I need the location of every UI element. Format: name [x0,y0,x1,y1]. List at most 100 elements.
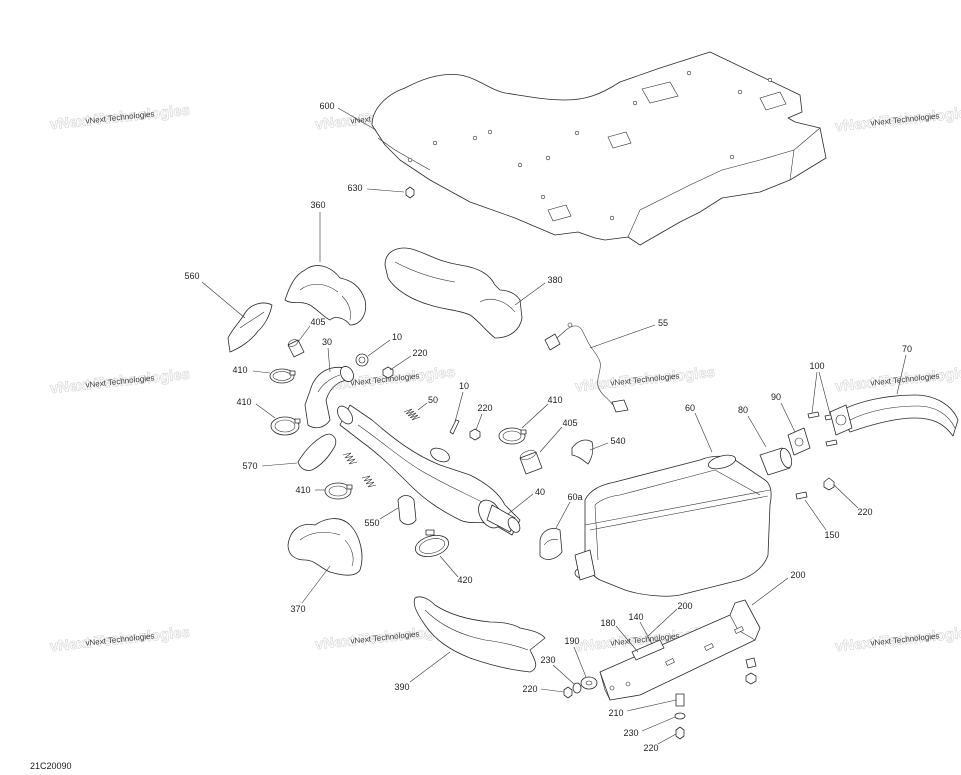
callout-560: 560 [184,271,199,281]
callout-390: 390 [394,682,409,692]
callout-220: 220 [857,507,872,517]
bracket-200 [599,599,761,701]
leader-line [366,188,405,193]
clamp-410 [270,416,301,436]
bracket-hardware-200 [745,657,757,685]
callout-180: 180 [600,618,615,628]
callouts: 600 630 360 560 405 380 55 10 220 30 410… [184,101,912,753]
callout-50: 50 [428,395,438,405]
nut-220 [469,428,481,441]
leader-line [896,354,907,395]
clamp-420 [414,529,450,558]
leader-line [255,403,276,419]
shield-540 [571,439,594,465]
leader-line [657,733,677,745]
bolt-100 [825,439,838,447]
callout-90: 90 [771,392,781,402]
spring-50 [361,475,377,488]
leader-line [552,664,575,685]
callout-410: 410 [295,485,310,495]
heat-shield-360 [284,265,367,326]
leader-line [540,688,565,693]
callout-220: 220 [477,403,492,413]
leader-line [379,507,399,520]
leader-line [252,370,271,374]
callout-100: 100 [809,361,824,371]
leader-line [647,608,678,637]
leader-line [589,442,609,451]
pipe-30 [304,366,354,429]
figure-code: 21C20090 [30,761,72,771]
tailpipe-70 [829,394,959,437]
leader-line [327,347,331,373]
leader-line [694,412,713,453]
leader-line [573,646,587,678]
leader-line [804,499,827,531]
nut-220 [675,726,685,740]
leader-line [389,355,412,371]
clamp-410 [324,482,353,500]
callout-410: 410 [547,395,562,405]
callout-200: 200 [790,570,805,580]
leader-line [475,413,483,431]
shield-570 [297,433,337,471]
callout-630: 630 [347,183,362,193]
leader-line [367,339,391,357]
washer-230 [572,682,582,694]
callout-405: 405 [310,317,325,327]
plate-140-180 [631,639,665,661]
leader-line [626,699,677,712]
leader-line [261,462,298,467]
callout-550: 550 [364,518,379,528]
callout-10: 10 [459,381,469,391]
muffler-60 [574,454,772,597]
pipe-80 [759,447,793,476]
spring-50 [342,452,358,465]
callout-210: 210 [608,708,623,718]
washer-190-hole [585,680,593,686]
callout-70: 70 [902,344,912,354]
callout-410: 410 [236,397,251,407]
callout-10: 10 [392,332,402,342]
leader-line [818,371,831,415]
leader-line [641,716,676,732]
leader-line [747,415,767,448]
callout-410: 410 [232,365,247,375]
y-pipe-40 [337,404,521,536]
callout-370: 370 [290,604,305,614]
clamp-60a [539,528,563,560]
leader-line [337,107,377,131]
ring-10-hole [358,356,366,364]
shield-550 [397,495,417,525]
callout-200: 200 [677,601,692,611]
fastener-630 [405,186,415,199]
callout-230: 230 [540,655,555,665]
callout-55: 55 [658,318,668,328]
callout-30: 30 [322,337,332,347]
leader-line [639,621,653,645]
leader-line [417,402,428,411]
skid-plate-600 [371,51,827,246]
callout-60: 60 [685,403,695,413]
callout-150: 150 [824,530,839,540]
leader-line [507,493,534,515]
callout-600: 600 [319,101,334,111]
leader-line [751,577,789,606]
callout-570: 570 [242,461,257,471]
leader-line [589,324,656,349]
leader-line [539,426,563,453]
callout-420: 420 [457,575,472,585]
leader-line [439,555,459,578]
callout-220: 220 [412,348,427,358]
oxygen-sensor-55 [544,322,629,413]
shield-390 [413,596,546,673]
bolt-210 [675,693,685,707]
leader-line [454,391,464,423]
pin-10 [449,419,460,435]
callout-60a: 60a [567,492,582,502]
